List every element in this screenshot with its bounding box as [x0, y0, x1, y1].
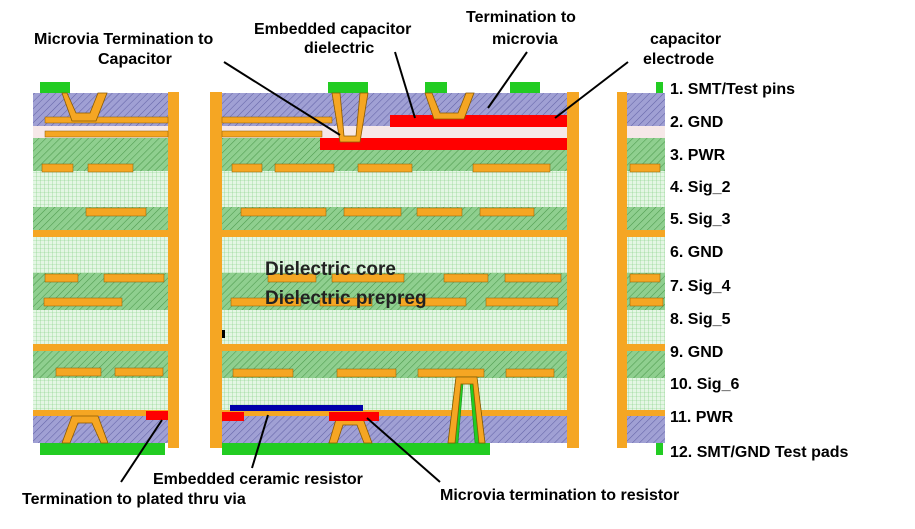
layer-label: 2. GND: [670, 114, 723, 131]
layer-labels: 1. SMT/Test pins 2. GND 3. PWR 4. Sig_2 …: [670, 81, 849, 461]
section-left: [33, 82, 179, 455]
layer-label: 1. SMT/Test pins: [670, 81, 795, 98]
callout-embedded-resistor: Embedded ceramic resistor: [153, 471, 363, 488]
section-right: [617, 82, 665, 455]
callout-microvia-resistor: Microvia termination to resistor: [440, 487, 679, 504]
callout-microvia-capacitor-2: Capacitor: [98, 51, 172, 68]
callout-capacitor-electrode-2: electrode: [643, 51, 714, 68]
callout-termination-microvia-2: microvia: [492, 31, 558, 48]
layer-label: 10. Sig_6: [670, 376, 739, 393]
layer-label: 11. PWR: [670, 409, 734, 426]
layer-label: 4. Sig_2: [670, 179, 731, 196]
layer-label: 8. Sig_5: [670, 311, 731, 328]
callout-microvia-capacitor-1: Microvia Termination to: [34, 31, 214, 48]
callout-capacitor-electrode-1: capacitor: [650, 31, 721, 48]
layer-label: 7. Sig_4: [670, 278, 731, 295]
dielectric-prepreg-label: Dielectric prepreg: [265, 288, 427, 309]
layer-label: 3. PWR: [670, 147, 726, 164]
layer-label: 12. SMT/GND Test pads: [670, 444, 849, 461]
callout-embedded-cap-dielectric-2: dielectric: [304, 40, 374, 57]
callout-embedded-cap-dielectric-1: Embedded capacitor: [254, 21, 411, 38]
layer-label: 5. Sig_3: [670, 211, 731, 228]
section-center: [210, 82, 579, 455]
dielectric-core-label: Dielectric core: [265, 259, 396, 280]
callout-termination-plated-via: Termination to plated thru via: [22, 491, 246, 508]
callout-termination-microvia-1: Termination to: [466, 9, 576, 26]
layer-label: 9. GND: [670, 344, 723, 361]
callout-lines: [120, 51, 629, 483]
layer-label: 6. GND: [670, 244, 723, 261]
